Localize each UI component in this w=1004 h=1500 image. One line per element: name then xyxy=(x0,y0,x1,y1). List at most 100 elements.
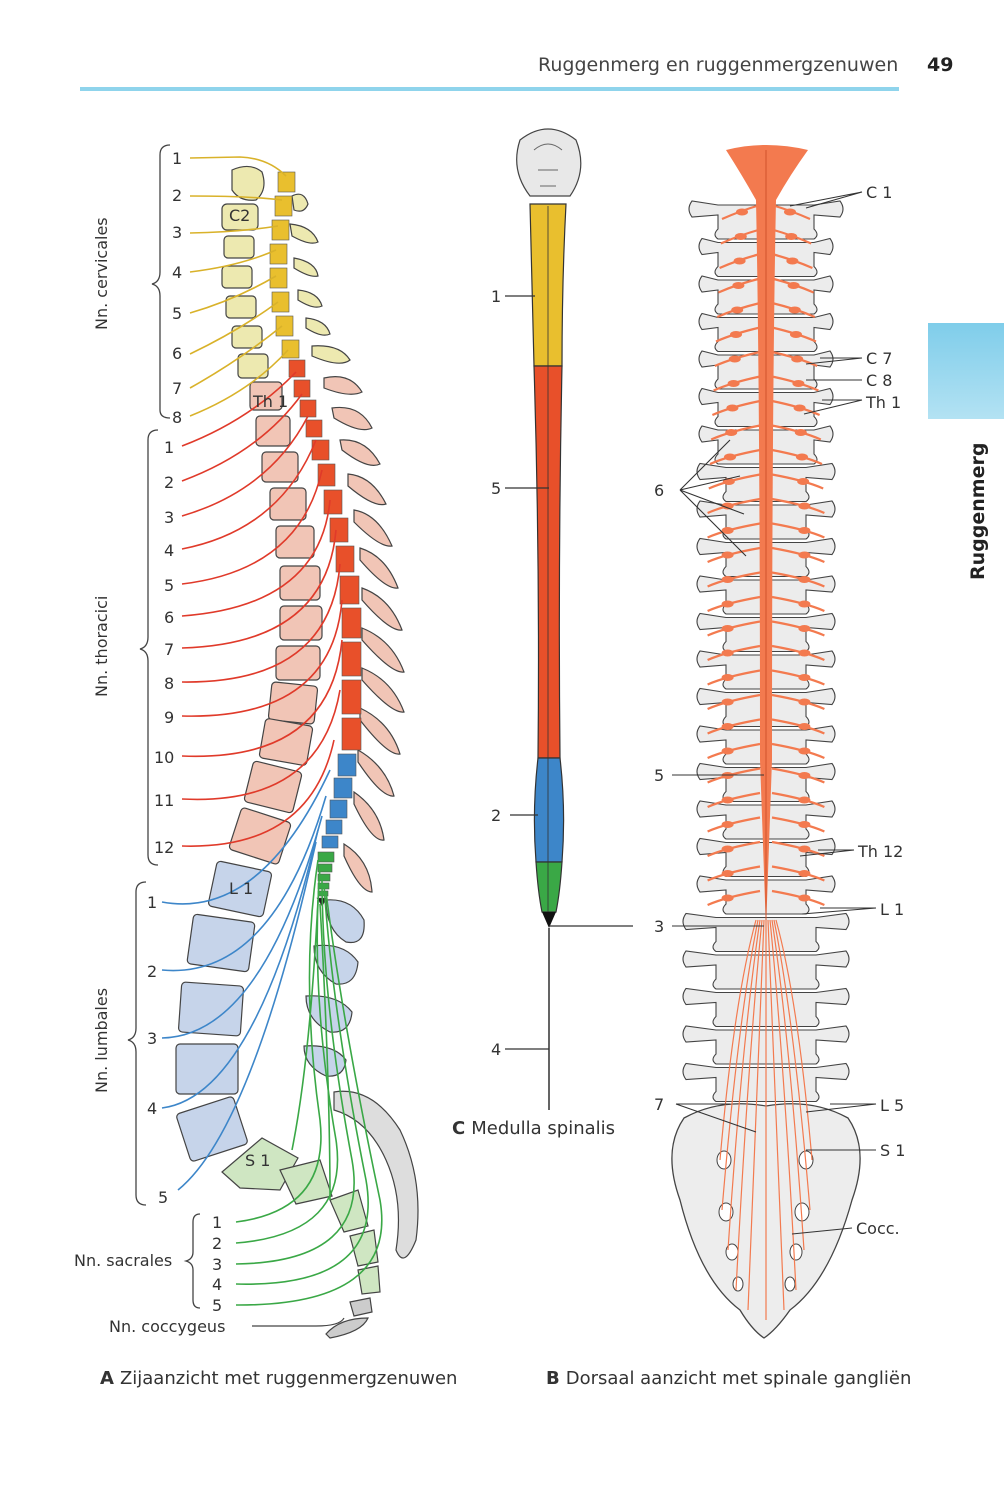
group-label-cervical: Nn. cervicales xyxy=(92,217,111,330)
caption-c-text: Medulla spinalis xyxy=(471,1118,616,1139)
label-3: 3 xyxy=(654,917,664,936)
lumbar-number: 1 xyxy=(147,893,157,912)
cervical-number: 5 xyxy=(172,304,182,323)
spinal-ganglion xyxy=(787,282,800,289)
spinal-ganglion xyxy=(725,429,738,436)
spinal-ganglion xyxy=(721,698,734,706)
spinal-ganglion xyxy=(798,502,811,510)
spinal-ganglion xyxy=(798,674,811,681)
cervical-numbers: 1 2 3 4 5 6 7 8 xyxy=(172,149,182,427)
bracket-cervical xyxy=(151,144,171,419)
spinal-ganglion xyxy=(790,331,802,338)
spinal-ganglion xyxy=(798,845,811,853)
bracket-thoracic xyxy=(139,429,159,866)
thoracic-number: 2 xyxy=(164,473,174,492)
label-c-2: 2 xyxy=(491,806,501,825)
thoracic-number: 4 xyxy=(164,541,174,560)
lumbar-number: 3 xyxy=(147,1029,157,1048)
spinal-ganglion xyxy=(798,723,811,730)
caption-b-text: Dorsaal aanzicht met spinale gangliën xyxy=(565,1368,912,1389)
spinal-ganglion xyxy=(798,747,811,755)
label-5: 5 xyxy=(654,766,664,785)
lumbar-number: 2 xyxy=(147,962,157,981)
caption-c-letter: C xyxy=(452,1118,466,1139)
label-c8: C 8 xyxy=(866,371,892,390)
thoracic-number: 11 xyxy=(154,791,174,810)
caption-a-letter: A xyxy=(100,1368,114,1389)
thoracic-numbers: 1 2 3 4 5 6 7 8 9 10 11 12 xyxy=(154,438,174,857)
spinal-ganglion xyxy=(721,845,734,853)
spinal-ganglion xyxy=(721,723,734,730)
spinal-ganglion xyxy=(798,772,811,779)
spinal-ganglion xyxy=(792,380,805,387)
spinal-ganglion xyxy=(721,796,734,804)
page-number: 49 xyxy=(927,54,954,76)
sacrum-profile xyxy=(333,1090,419,1259)
chapter-tab xyxy=(928,323,1004,419)
vertebra-label-c2: C2 xyxy=(229,206,250,225)
nerves-lateral xyxy=(161,156,383,1327)
cord-sacral-part xyxy=(535,861,563,913)
spinal-ganglion xyxy=(798,649,811,657)
running-header: Ruggenmerg en ruggenmergzenuwen xyxy=(538,54,899,76)
spinal-ganglion xyxy=(798,600,811,608)
spinal-ganglion xyxy=(726,404,739,412)
thoracic-number: 6 xyxy=(164,608,174,627)
spinal-ganglion xyxy=(730,331,742,338)
caption-a-text: Zijaanzicht met ruggenmergzenuwen xyxy=(119,1368,458,1389)
spinal-ganglion xyxy=(721,674,734,681)
bracket-sacral xyxy=(183,1213,201,1309)
spinal-ganglion xyxy=(798,698,811,706)
spinal-ganglion xyxy=(791,355,804,363)
spinal-ganglion xyxy=(721,600,734,608)
cervical-number: 8 xyxy=(172,408,182,427)
lumbar-numbers: 1 2 3 4 5 xyxy=(147,893,168,1207)
sacral-number: 2 xyxy=(212,1234,222,1253)
cauda-equina xyxy=(719,919,813,1320)
spinal-ganglion xyxy=(798,625,811,632)
vertebral-bodies xyxy=(175,165,381,1339)
thoracic-number: 10 xyxy=(154,748,174,767)
cervical-number: 7 xyxy=(172,379,182,398)
sacral-number: 5 xyxy=(212,1296,222,1315)
sacral-number: 4 xyxy=(212,1275,222,1294)
spinal-ganglion xyxy=(724,453,736,461)
thoracic-number: 3 xyxy=(164,508,174,527)
spinal-ganglion xyxy=(796,453,808,461)
conus-medullaris xyxy=(542,912,556,928)
spinal-ganglion xyxy=(721,894,734,902)
spinal-ganglion xyxy=(798,821,811,828)
group-label-lumbar: Nn. lumbales xyxy=(92,988,111,1093)
label-l1: L 1 xyxy=(880,900,904,919)
spinal-ganglion xyxy=(784,208,796,216)
spinal-ganglion xyxy=(798,527,811,534)
sacral-number: 3 xyxy=(212,1255,222,1274)
spinal-ganglion xyxy=(721,625,734,632)
spinal-ganglion xyxy=(736,208,748,216)
spinal-ganglion xyxy=(721,502,734,510)
bracket-lumbar xyxy=(127,881,147,1206)
spinal-ganglion xyxy=(728,355,741,363)
spinal-ganglion xyxy=(798,894,811,902)
spinal-ganglion xyxy=(798,551,811,559)
spinal-ganglion xyxy=(721,821,734,828)
spinal-ganglion xyxy=(721,551,734,559)
label-c-1: 1 xyxy=(491,287,501,306)
panel-b-dorsal-view: C 1 C 7 C 8 Th 1 6 5 Th 12 L 1 3 7 L 5 S… xyxy=(654,145,905,1339)
caption-b-letter: B xyxy=(546,1368,560,1389)
group-label-thoracic: Nn. thoracici xyxy=(92,596,111,697)
label-6: 6 xyxy=(654,481,664,500)
spinal-ganglion xyxy=(794,429,807,436)
label-cocc: Cocc. xyxy=(856,1219,900,1238)
label-c1: C 1 xyxy=(866,183,892,202)
group-label-coccygeal: Nn. coccygeus xyxy=(109,1317,225,1336)
cervical-number: 2 xyxy=(172,186,182,205)
spinal-ganglion xyxy=(731,306,744,314)
spinal-ganglion xyxy=(721,649,734,657)
label-c-5: 5 xyxy=(491,479,501,498)
brainstem xyxy=(516,128,582,197)
